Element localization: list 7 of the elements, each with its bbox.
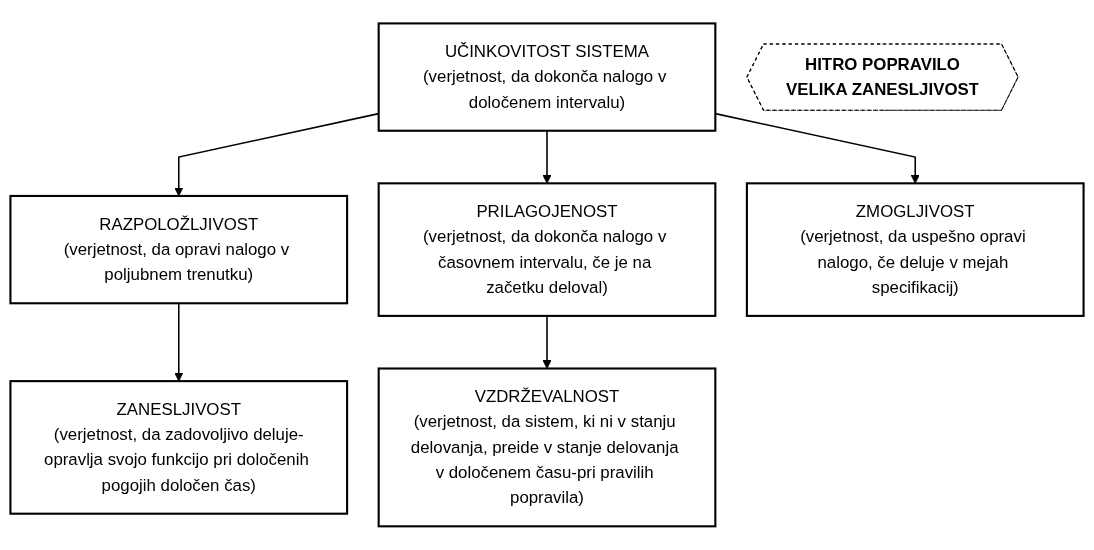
node-box: UČINKOVITOST SISTEMA (verjetnost, da dokonča nalogo v določenem intervalu) [377, 22, 717, 132]
node-box: PRILAGOJENOST (verjetnost, da dokonča nalogo v časovnem intervalu, če je na začetku deloval) [377, 182, 717, 318]
node-box: ZMOGLJIVOST (verjetnost, da uspešno opravi nalogo, če deluje v mejah specifikacij) [745, 182, 1085, 318]
arrow [542, 130, 552, 184]
node-box: RAZPOLOŽLJIVOST (verjetnost, da opravi nalogo v poljubnem trenutku) [9, 195, 349, 305]
node-box: VZDRŽEVALNOST (verjetnost, da sistem, ki ni v stanju delovanja, preide v stanje delovanja v določenem času-pri pravilih popravila) [377, 367, 717, 528]
node-box: ZANESLJIVOST (verjetnost, da zadovoljivo deluje-opravlja svojo funkcijo pri določenih pogojih določen čas) [9, 380, 349, 515]
